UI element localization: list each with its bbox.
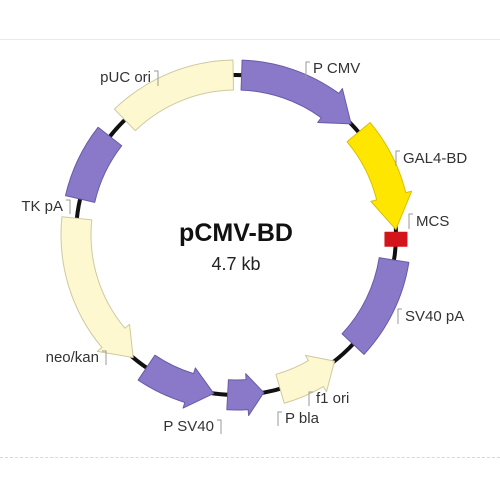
leader-line-p-bla: [277, 411, 282, 426]
label-gal4-bd: GAL4-BD: [403, 150, 467, 167]
label-p-bla: P bla: [285, 410, 320, 427]
feature-p-sv40: [137, 354, 215, 409]
leader-line-p-sv40: [217, 419, 222, 434]
feature-sv40-pa: [341, 257, 410, 355]
label-p-sv40: P SV40: [163, 418, 214, 435]
plasmid-size: 4.7 kb: [211, 254, 260, 274]
feature-gal4-bd: [346, 122, 413, 230]
leader-line-sv40-pa: [397, 308, 402, 324]
feature-puc-ori: [113, 59, 234, 132]
leader-line-neo-kan: [102, 350, 107, 365]
feature-f1-ori: [275, 354, 336, 404]
leader-line-puc-ori: [154, 70, 159, 86]
feature-tk-pa: [64, 126, 123, 203]
leader-line-f1-ori: [308, 391, 313, 406]
leader-line-mcs: [408, 213, 413, 229]
feature-p-bla: [226, 373, 265, 417]
leader-line-p-cmv: [305, 61, 310, 78]
label-f1-ori: f1 ori: [316, 390, 349, 407]
label-neo-kan: neo/kan: [46, 349, 99, 366]
bottom-divider: [0, 457, 500, 458]
feature-neo-kan: [60, 216, 134, 359]
label-tk-pa: TK pA: [21, 198, 63, 215]
feature-p-cmv: [240, 59, 352, 125]
label-p-cmv: P CMV: [313, 60, 360, 77]
label-puc-ori: pUC ori: [100, 69, 151, 86]
label-mcs: MCS: [416, 213, 449, 230]
label-sv40-pa: SV40 pA: [405, 308, 464, 325]
leader-line-gal4-bd: [395, 150, 400, 166]
plasmid-name: pCMV-BD: [179, 219, 293, 247]
top-divider: [0, 39, 500, 40]
feature-mcs: [384, 231, 408, 247]
leader-line-tk-pa: [66, 199, 71, 214]
